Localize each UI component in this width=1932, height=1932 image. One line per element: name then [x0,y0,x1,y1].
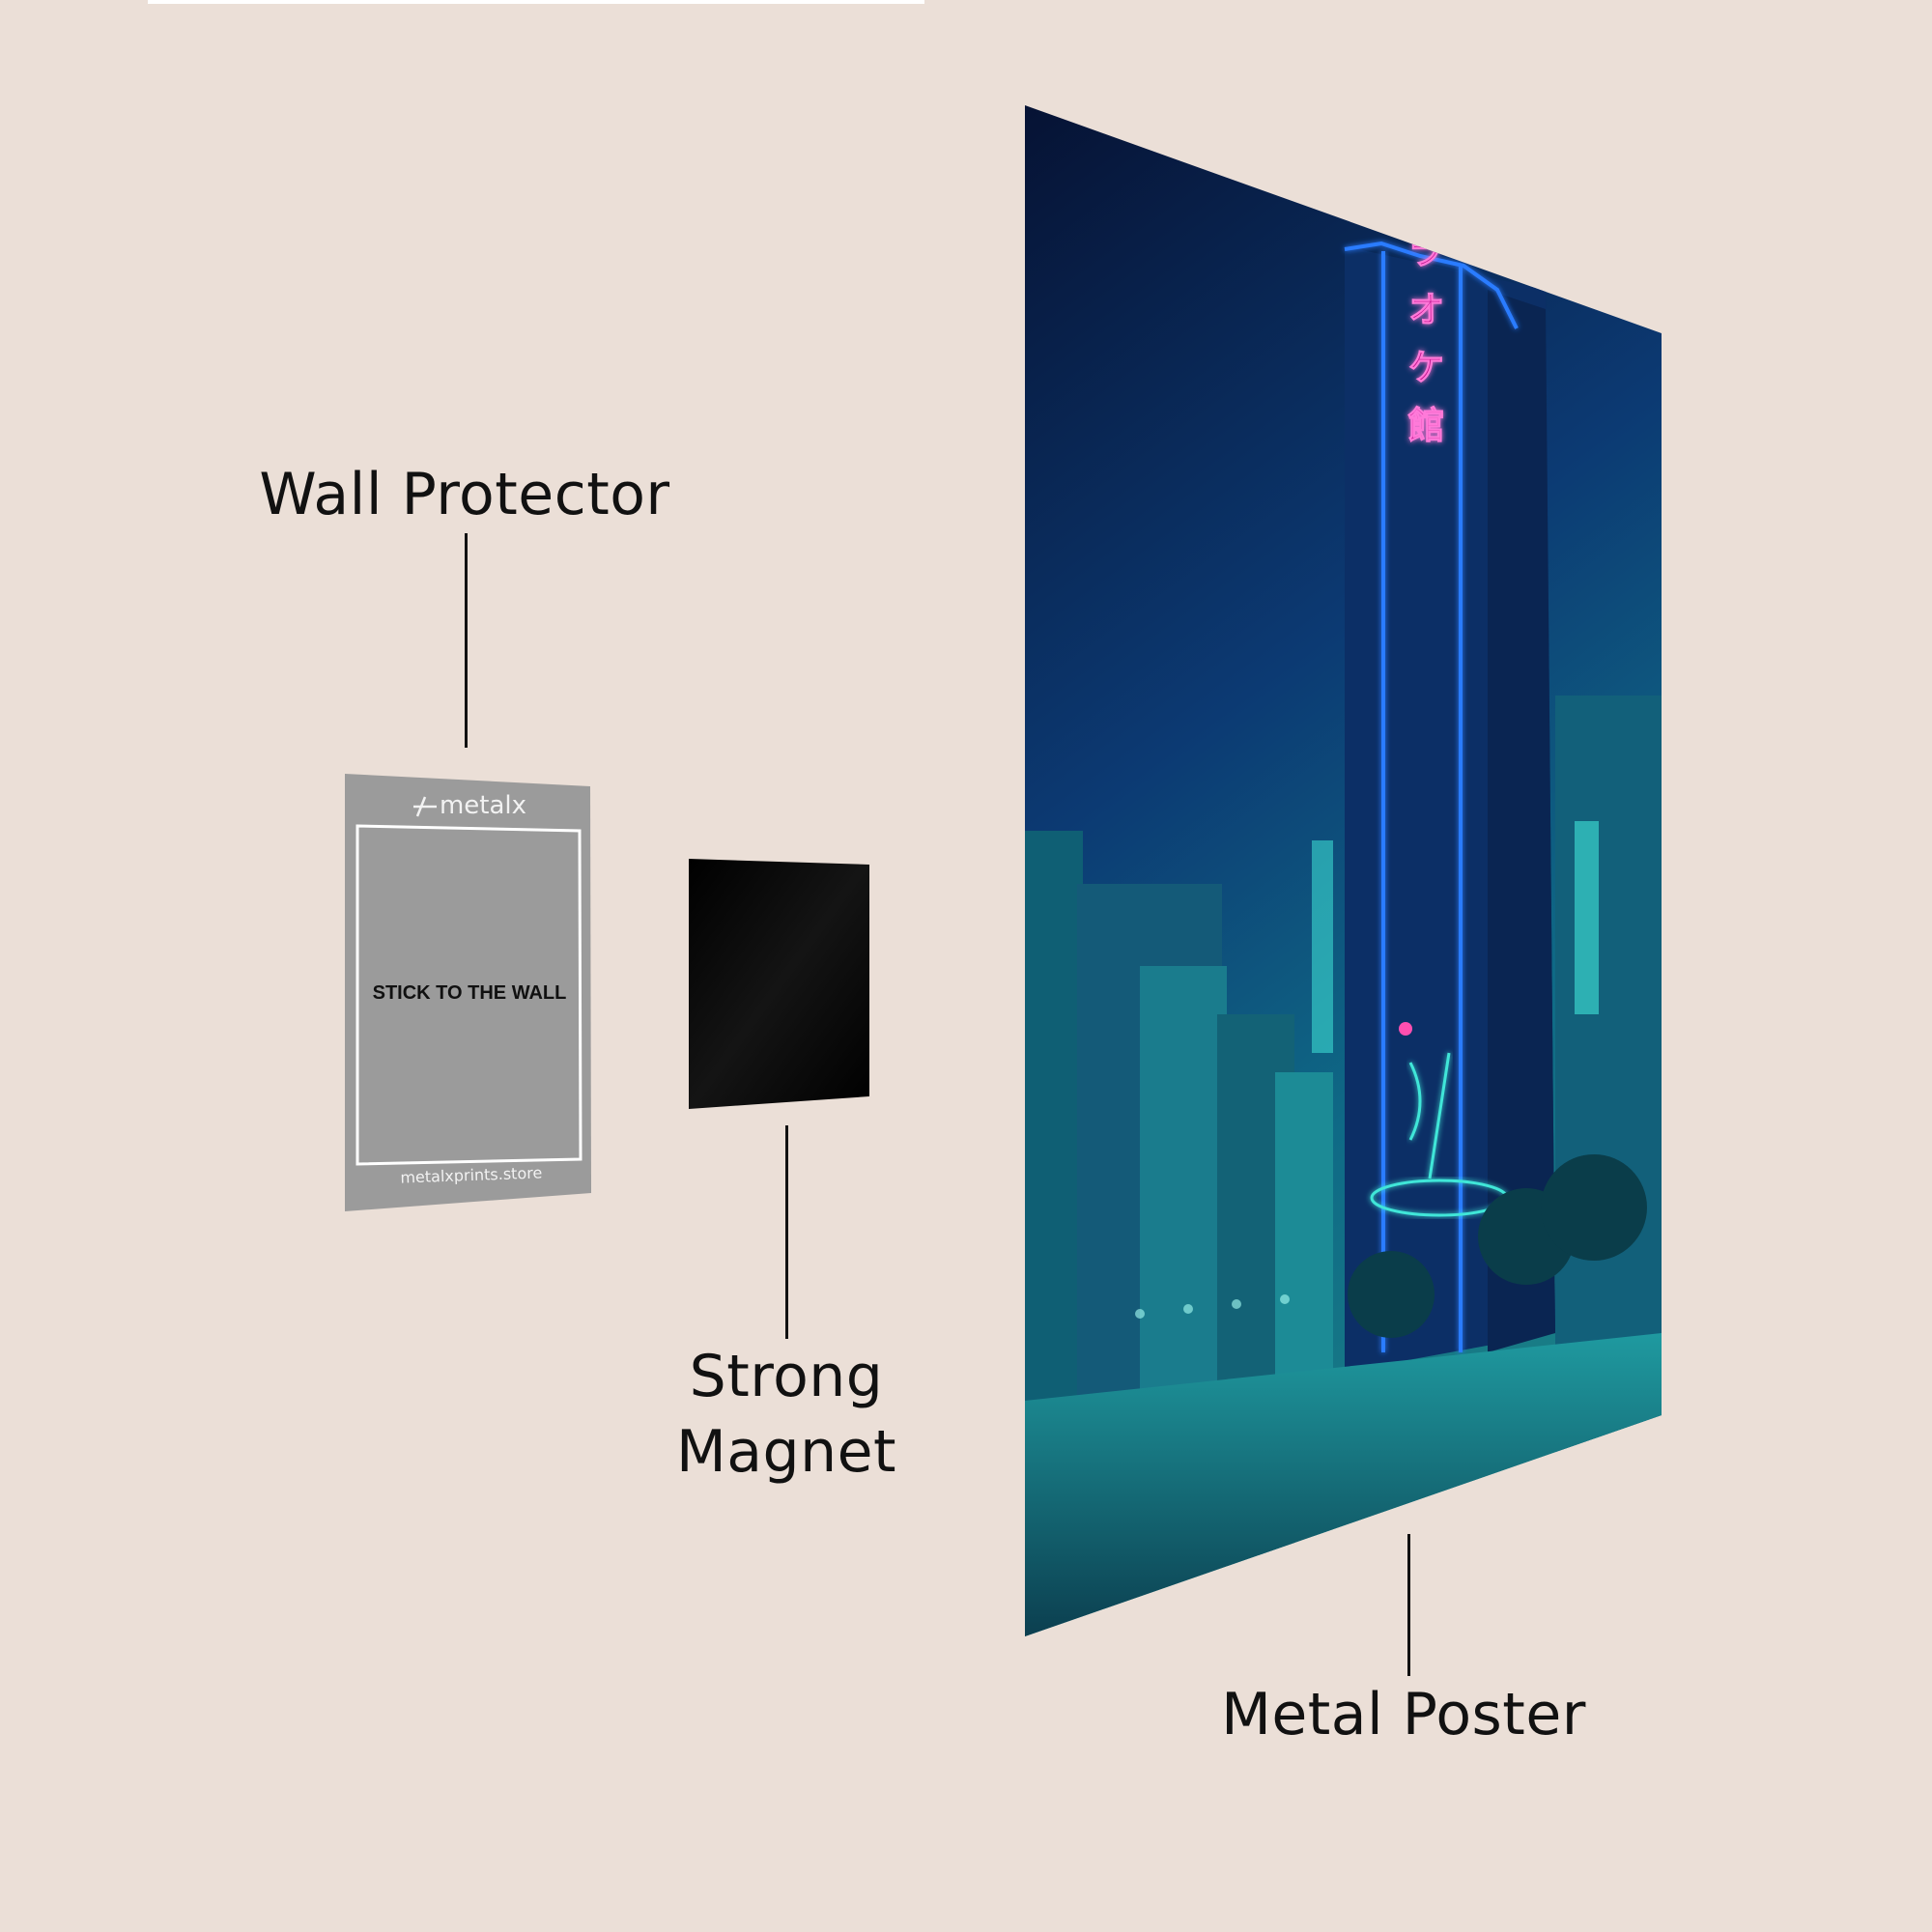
metal-poster: カラオケ館 [1025,105,1662,1636]
protector-brand: metalx [440,791,526,820]
protector-border [355,824,582,1166]
top-edge-bar [148,0,924,4]
metal-poster-label: Metal Poster [1221,1681,1586,1748]
protector-sheet [345,774,591,1211]
strong-magnet-label-line1: Strong [689,1343,884,1410]
strong-magnet-callout-line [785,1125,788,1339]
metal-poster-callout-line [1407,1534,1410,1676]
wall-protector-card: metalx STICK TO THE WALL metalxprints.st… [345,774,591,1211]
neon-sign-text: カラオケ館 [1402,174,1444,464]
strong-magnet [689,859,869,1109]
protector-instruction: STICK TO THE WALL [373,982,567,1004]
wall-protector-label: Wall Protector [259,461,670,528]
wall-protector-callout-line [465,533,468,748]
strong-magnet-label-line2: Magnet [675,1418,897,1486]
metalx-logo-icon [413,796,437,817]
